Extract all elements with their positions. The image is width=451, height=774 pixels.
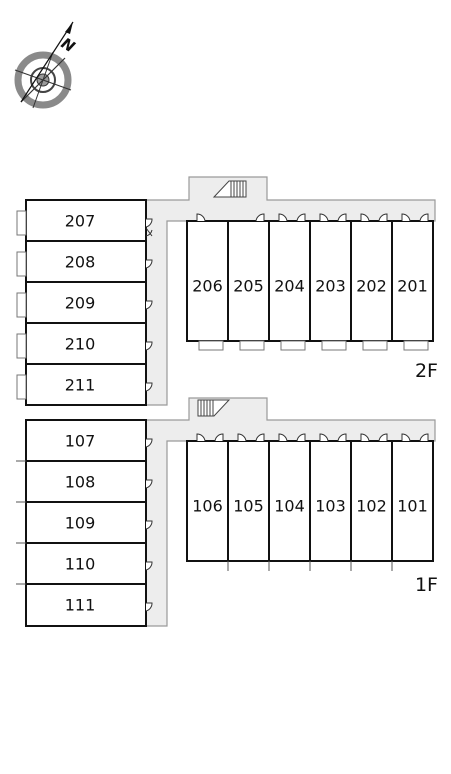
room-label: 107 [65, 432, 96, 451]
door-icon [360, 433, 370, 442]
door-icon [145, 341, 153, 351]
west-block-2F: 207 208 209 210 211 [16, 199, 153, 406]
room-label: 101 [397, 497, 428, 516]
room-label: 208 [65, 253, 96, 272]
room-label: 204 [274, 277, 305, 296]
floor-2F: 207 208 209 210 211 [16, 176, 438, 406]
corridor-1F [145, 397, 436, 627]
floor-label-2F: 2F [415, 360, 438, 382]
room-label: 207 [65, 212, 96, 231]
room-label: 109 [65, 514, 96, 533]
door-icon [255, 433, 265, 442]
room-label: 203 [315, 277, 346, 296]
east-block-2F: 206 205 204 203 202 201 [186, 213, 434, 351]
corridor-2F [145, 176, 436, 406]
room-label: 108 [65, 473, 96, 492]
door-icon [419, 433, 429, 442]
door-icon [378, 433, 388, 442]
floor-label-1F: 1F [415, 574, 438, 596]
compass: N [14, 21, 79, 109]
room-label: 106 [192, 497, 223, 516]
door-icon [145, 300, 153, 310]
room-label: 111 [65, 596, 96, 615]
door-icon [419, 213, 429, 222]
compass-north-arrow-icon [14, 21, 74, 109]
door-icon [145, 218, 153, 228]
room-label: 205 [233, 277, 264, 296]
door-icon [401, 213, 411, 222]
room-label: 104 [274, 497, 305, 516]
door-icon [296, 213, 306, 222]
door-icon [278, 213, 288, 222]
room-label: 210 [65, 335, 96, 354]
west-block-1F: 107 108 109 110 111 [16, 419, 153, 627]
room-label: 103 [315, 497, 346, 516]
room-label: 202 [356, 277, 387, 296]
door-icon [214, 433, 224, 442]
floor-1F: 107 108 109 110 111 [16, 397, 438, 627]
room-label: 201 [397, 277, 428, 296]
door-icon [145, 259, 153, 269]
door-icon [337, 213, 347, 222]
compass-north-label: N [58, 34, 79, 56]
room-label: 102 [356, 497, 387, 516]
door-icon [145, 382, 153, 392]
room-label: 206 [192, 277, 223, 296]
door-icon [401, 433, 411, 442]
door-icon [360, 213, 370, 222]
stairs-icon [197, 399, 231, 417]
door-icon [145, 438, 153, 448]
door-icon [255, 213, 265, 222]
room-label: 105 [233, 497, 264, 516]
door-icon [145, 602, 153, 612]
door-icon [378, 213, 388, 222]
door-icon [145, 520, 153, 530]
room-label: 211 [65, 376, 96, 395]
door-icon [237, 433, 247, 442]
stairs-icon [212, 180, 247, 198]
door-icon [145, 479, 153, 489]
door-icon [145, 561, 153, 571]
east-block-1F: 106 105 104 103 102 101 [186, 433, 434, 571]
door-icon [278, 433, 288, 442]
room-label: 209 [65, 294, 96, 313]
door-icon [319, 433, 329, 442]
room-label: 110 [65, 555, 96, 574]
door-icon [319, 213, 329, 222]
door-icon [196, 433, 206, 442]
door-icon [296, 433, 306, 442]
door-icon [337, 433, 347, 442]
door-icon [196, 213, 206, 222]
door-icon [145, 227, 153, 237]
